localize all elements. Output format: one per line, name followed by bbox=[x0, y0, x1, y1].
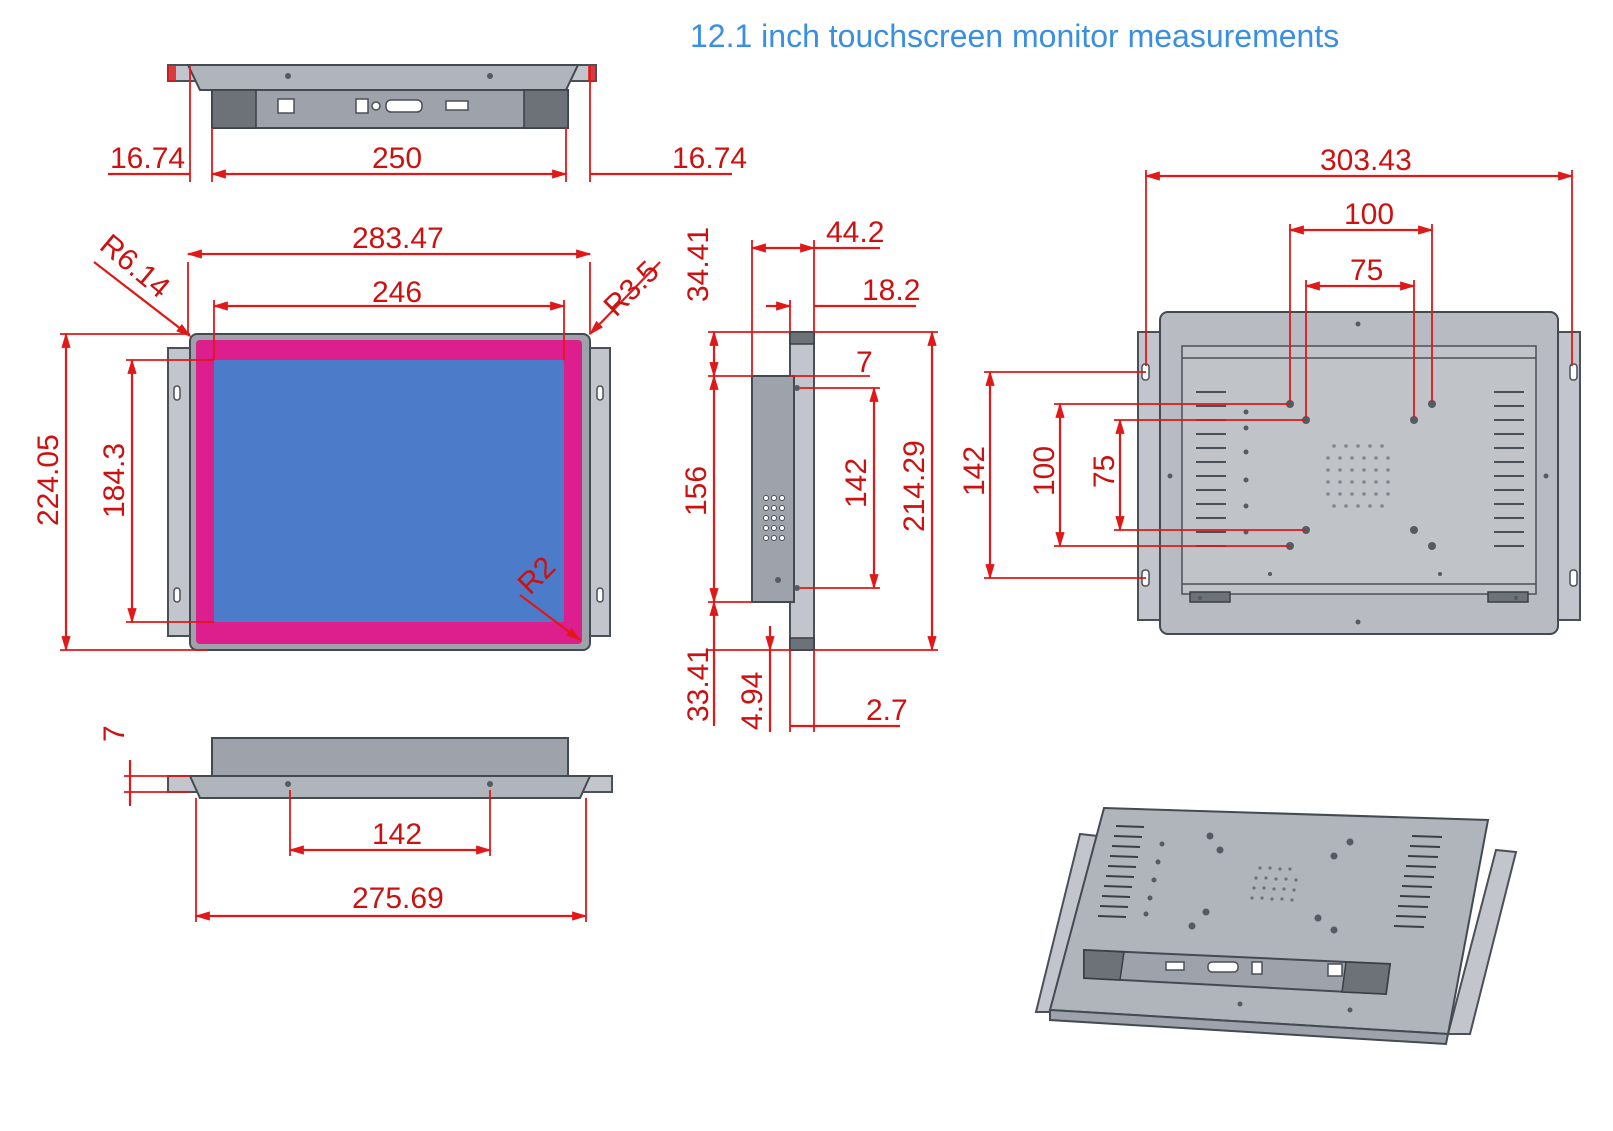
isometric-view bbox=[1034, 806, 1518, 1046]
side-view bbox=[708, 240, 938, 732]
page-title: 12.1 inch touchscreen monitor measuremen… bbox=[690, 18, 1340, 54]
dim-top-body-width: 250 bbox=[372, 142, 422, 175]
dim-front-screen-width: 246 bbox=[372, 276, 422, 309]
dim-side-frame-thickness: 2.7 bbox=[866, 694, 908, 727]
dim-side-bottom-lip: 4.94 bbox=[736, 672, 769, 730]
dim-top-right-flange: 16.74 bbox=[672, 142, 747, 175]
dim-bottom-hole-spacing: 142 bbox=[372, 818, 422, 851]
dim-side-top-offset: 34.41 bbox=[682, 227, 715, 302]
dim-top-left-flange: 16.74 bbox=[110, 142, 185, 175]
dim-front-outer-height: 224.05 bbox=[32, 434, 65, 526]
dim-rear-vesa-large: 100 bbox=[1344, 198, 1394, 231]
front-view bbox=[60, 249, 661, 652]
top-view bbox=[108, 64, 732, 182]
bottom-view bbox=[124, 737, 613, 922]
dim-side-bottom-offset: 33.41 bbox=[682, 647, 715, 722]
dim-front-outer-width: 283.47 bbox=[352, 222, 444, 255]
dim-rear-hole-spacing-vertical: 142 bbox=[958, 446, 991, 496]
dim-rear-overall-width: 303.43 bbox=[1320, 144, 1412, 177]
dim-bottom-lip: 7 bbox=[98, 725, 131, 742]
dim-side-body-height: 156 bbox=[680, 466, 713, 516]
front-screen bbox=[214, 360, 564, 622]
dim-side-lip: 7 bbox=[856, 346, 873, 379]
dim-front-screen-height: 184.3 bbox=[98, 443, 131, 518]
dim-side-front-depth: 18.2 bbox=[862, 274, 920, 307]
dim-rear-vesa-small: 75 bbox=[1350, 254, 1383, 287]
dim-rear-vesa-small-vertical: 75 bbox=[1088, 455, 1121, 488]
rear-view bbox=[984, 170, 1581, 635]
dim-side-total-height: 214.29 bbox=[898, 440, 931, 532]
dim-side-hole-spacing: 142 bbox=[840, 458, 873, 508]
dim-bottom-width: 275.69 bbox=[352, 882, 444, 915]
dim-side-total-depth: 44.2 bbox=[826, 216, 884, 249]
dim-rear-vesa-large-vertical: 100 bbox=[1028, 446, 1061, 496]
